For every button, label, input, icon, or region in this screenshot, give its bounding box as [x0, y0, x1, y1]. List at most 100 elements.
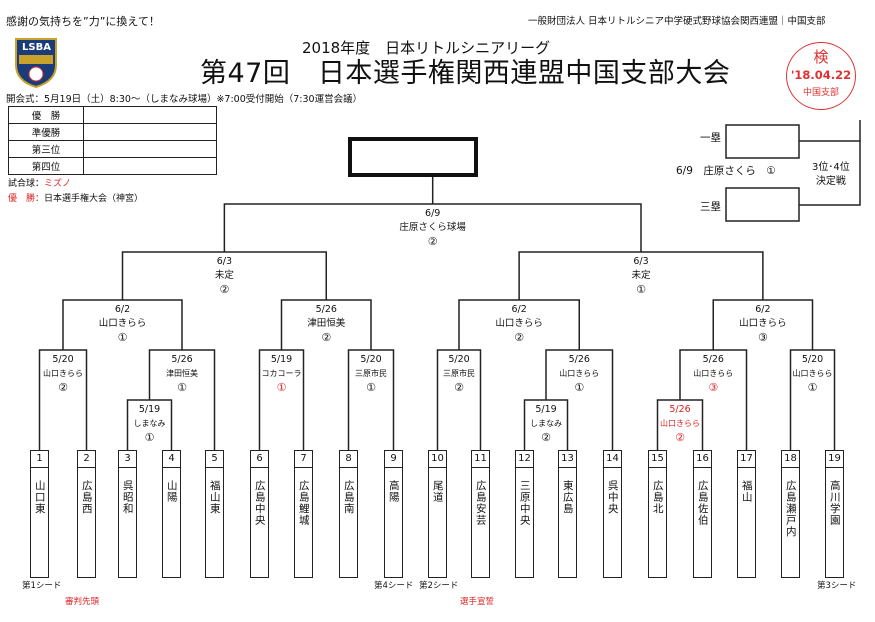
team-name: 広島佐伯	[696, 480, 709, 526]
match-venue: コカコーラ	[261, 367, 302, 381]
match-row: ②	[281, 331, 371, 346]
team-name: 三原中央	[518, 480, 531, 526]
match-row: 6/3	[596, 255, 686, 269]
match-game: ③	[757, 331, 768, 345]
match-row: 津田恒美	[137, 367, 227, 381]
team-name: 高川学園	[828, 480, 841, 526]
team-number: 13	[559, 450, 576, 468]
match-row: 5/20	[414, 353, 504, 367]
match-game: ②	[514, 331, 525, 345]
team-box: 12 三原中央	[515, 450, 534, 578]
match-game: ②	[219, 283, 230, 297]
match-row: 山口きらら	[635, 417, 725, 431]
match-row: コカコーラ	[237, 367, 327, 381]
seed-label-2: 第2シード	[419, 581, 459, 591]
team-name: 山口東	[33, 480, 46, 515]
team-number: 2	[78, 450, 95, 468]
team-number: 7	[295, 450, 312, 468]
match-venue: 山口きらら	[792, 367, 833, 381]
match-row: 三原市民	[414, 367, 504, 381]
match-venue: 山口きらら	[495, 317, 543, 331]
team-number: 16	[694, 450, 711, 468]
team-name: 尾道	[431, 480, 444, 503]
umpire-lead-note: 審判先頭	[65, 597, 100, 607]
match-row: 津田恒美	[281, 317, 371, 331]
match-date: 6/2	[114, 303, 131, 317]
match-game: ②	[58, 381, 68, 395]
match-row: 5/19	[501, 403, 591, 417]
table-row: 準優勝	[8, 123, 217, 141]
winner-value: 日本選手権大会（神宮）	[44, 194, 144, 204]
match-row: 三原市民	[326, 367, 416, 381]
match-row: ①	[596, 283, 686, 298]
match-row: ②	[388, 235, 478, 250]
match-row: ②	[414, 381, 504, 396]
team-number: 15	[649, 450, 666, 468]
match-row: 山口きらら	[768, 367, 858, 381]
match-row: ①	[78, 331, 168, 346]
match-row: 5/26	[137, 353, 227, 367]
match-row: 未定	[596, 269, 686, 283]
team-number: 12	[516, 450, 533, 468]
team-name: 高陽	[387, 480, 400, 503]
seed-label-4: 第4シード	[374, 581, 414, 591]
team-name: 広島鯉城	[297, 480, 310, 526]
match-row: ③	[668, 381, 758, 396]
match-venue: 山口きらら	[559, 367, 600, 381]
match-row: 庄原さくら球場	[388, 221, 478, 235]
match-venue: 津田恒美	[307, 317, 346, 331]
match-date: 5/26	[702, 353, 724, 367]
team-name: 山陽	[165, 480, 178, 503]
team-number: 19	[826, 450, 843, 468]
match-venue: 山口きらら	[43, 367, 83, 381]
team-box: 3 呉昭和	[118, 450, 137, 578]
match-game: ①	[636, 283, 646, 297]
stamp-date: '18.04.22	[790, 68, 852, 82]
team-name: 呉昭和	[121, 480, 134, 515]
match-row: 5/26	[635, 403, 725, 417]
team-number: 9	[385, 450, 402, 468]
champion-box	[348, 137, 478, 177]
match-row: しまなみ	[501, 417, 591, 431]
match-date: 5/20	[448, 353, 470, 367]
team-number: 5	[206, 450, 223, 468]
third-place-match-info: 6/9 庄原さくら ①	[676, 165, 776, 177]
match-date: 6/2	[755, 303, 771, 317]
match-row: 6/9	[388, 207, 478, 221]
match-venue: 未定	[214, 269, 234, 283]
third-base-label: 三塁	[700, 201, 721, 213]
team-number: 3	[119, 450, 136, 468]
game-ball-label: 試合球：	[8, 179, 45, 189]
page-title: 第47回 日本選手権関西連盟中国支部大会	[200, 58, 731, 89]
match-date: 6/9	[425, 207, 441, 221]
match-row: 5/26	[534, 353, 624, 367]
match-game: ②	[454, 381, 464, 395]
match-game: ①	[177, 381, 187, 395]
match-row: 山口きらら	[18, 367, 108, 381]
game-ball-value: ミズノ	[44, 179, 72, 189]
match-date: 5/26	[669, 403, 691, 417]
match-game: ②	[541, 431, 551, 445]
result-value[interactable]	[83, 157, 217, 175]
team-number: 8	[340, 450, 357, 468]
opening-ceremony-info: 開会式：5月19日（土）8:30～（しまなみ球場）※7:00受付開始（7:30運…	[6, 94, 363, 105]
first-base-box	[725, 124, 800, 159]
match-row: 5/20	[326, 353, 416, 367]
match-row: 5/20	[768, 353, 858, 367]
table-row: 第四位	[8, 157, 217, 175]
match-row: ③	[718, 331, 808, 346]
match-date: 5/20	[801, 353, 824, 367]
match-date: 6/3	[216, 255, 233, 269]
